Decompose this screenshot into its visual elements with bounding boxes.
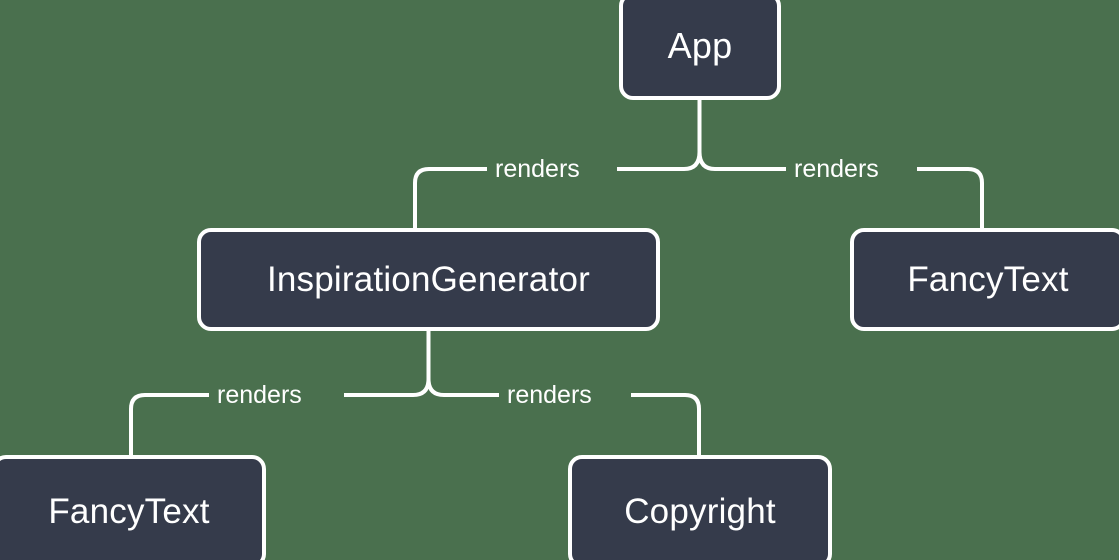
edge-label-inspiration-to-copyright: renders bbox=[507, 381, 592, 409]
edge-label-app-to-fancytext: renders bbox=[794, 155, 879, 183]
edge-inspiration-to-copyright bbox=[631, 393, 701, 455]
edge-app-to-inspiration bbox=[413, 167, 487, 228]
node-fancy-text-right[interactable]: FancyText bbox=[850, 228, 1119, 331]
edge-app-to-fancytext bbox=[917, 167, 984, 228]
node-fancy-text-left-label: FancyText bbox=[48, 491, 210, 531]
edge-junction-top-left bbox=[617, 151, 702, 171]
node-app[interactable]: App bbox=[619, 0, 781, 100]
edge-junction-bottom-right bbox=[426, 378, 499, 397]
edge-label-inspiration-to-fancytext: renders bbox=[217, 381, 302, 409]
node-app-label: App bbox=[667, 25, 733, 66]
edge-junction-bottom-left bbox=[344, 378, 431, 397]
edge-inspiration-to-fancytext bbox=[129, 393, 209, 455]
node-inspiration-generator[interactable]: InspirationGenerator bbox=[197, 228, 660, 331]
node-copyright[interactable]: Copyright bbox=[568, 455, 832, 560]
node-fancy-text-right-label: FancyText bbox=[907, 259, 1069, 299]
node-copyright-label: Copyright bbox=[624, 491, 776, 531]
node-inspiration-generator-label: InspirationGenerator bbox=[266, 259, 591, 299]
node-fancy-text-left[interactable]: FancyText bbox=[0, 455, 266, 560]
edge-junction-top-right bbox=[697, 151, 786, 171]
edge-label-app-to-inspiration: renders bbox=[495, 155, 580, 183]
